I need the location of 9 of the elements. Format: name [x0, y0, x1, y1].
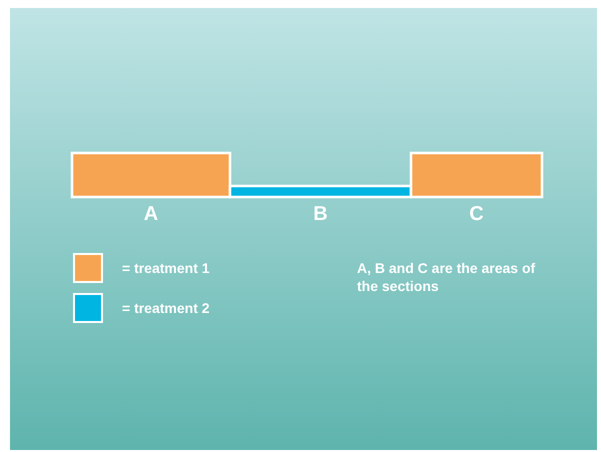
legend-text: = treatment 1: [122, 259, 210, 277]
section-bar: [228, 184, 412, 198]
section-bar: [70, 152, 232, 198]
note-text: A, B and C are the areas of the sections: [357, 259, 536, 295]
section-label: C: [469, 202, 484, 226]
section-label: B: [313, 202, 328, 226]
section-label: A: [144, 202, 158, 226]
legend-text: = treatment 2: [122, 299, 210, 317]
section-bar: [410, 152, 544, 198]
